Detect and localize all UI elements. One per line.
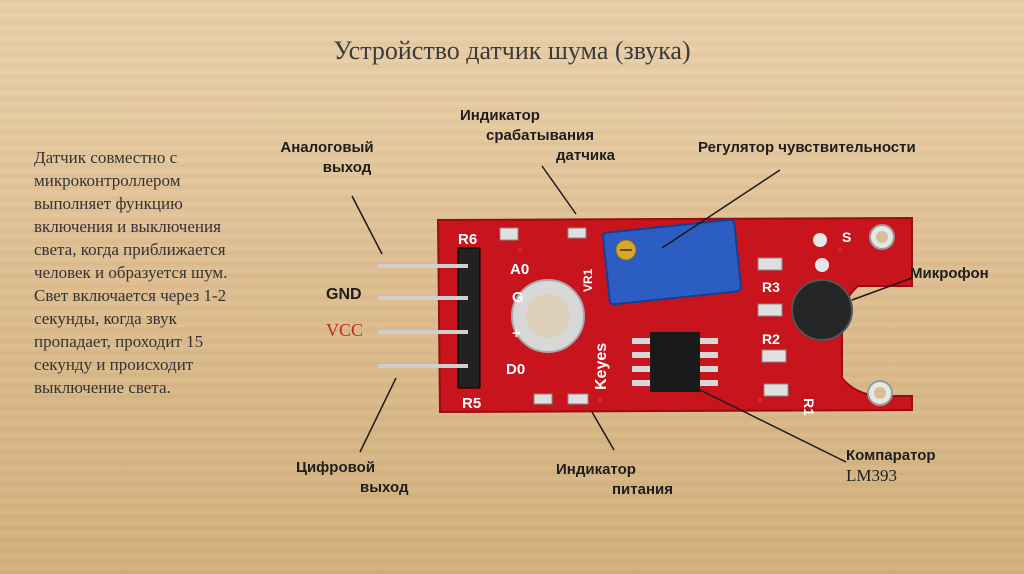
silk-vr1: VR1 — [581, 268, 595, 292]
microphone-component — [791, 279, 853, 341]
label-trigger-indicator: Индикатор срабатывания датчика — [460, 107, 615, 164]
label-digital-out: Цифровой выход — [296, 459, 409, 496]
silk-s: S — [842, 229, 851, 245]
label-sensitivity: Регулятор чувствительности — [698, 139, 916, 156]
label-microphone: Микрофон — [910, 265, 989, 282]
label-vcc: VCC — [326, 320, 364, 340]
label-comparator: Компаратор LM393 — [846, 447, 936, 485]
silk-r5: R5 — [462, 395, 481, 412]
label-analog-out: Аналоговый выход — [280, 139, 374, 176]
description-text: Датчик совместно с микроконтроллером вып… — [34, 148, 228, 397]
comparator-chip — [632, 332, 718, 392]
potentiometer — [601, 218, 743, 306]
label-power-indicator: Индикатор питания — [556, 461, 674, 498]
silk-keyes: Keyes — [593, 343, 610, 390]
silk-a0: A0 — [510, 261, 529, 278]
silk-r1: R1 — [801, 398, 817, 416]
label-gnd: GND — [326, 286, 362, 303]
silk-g: G — [512, 289, 524, 306]
slide-title: Устройство датчик шума (звука) — [333, 36, 691, 65]
silk-r3: R3 — [762, 279, 780, 295]
silk-plus: + — [512, 325, 521, 342]
pcb-board — [436, 216, 913, 414]
pin-header — [378, 247, 481, 389]
silk-r2: R2 — [762, 331, 780, 347]
silk-r6: R6 — [458, 231, 477, 248]
silk-d0: D0 — [506, 361, 525, 378]
